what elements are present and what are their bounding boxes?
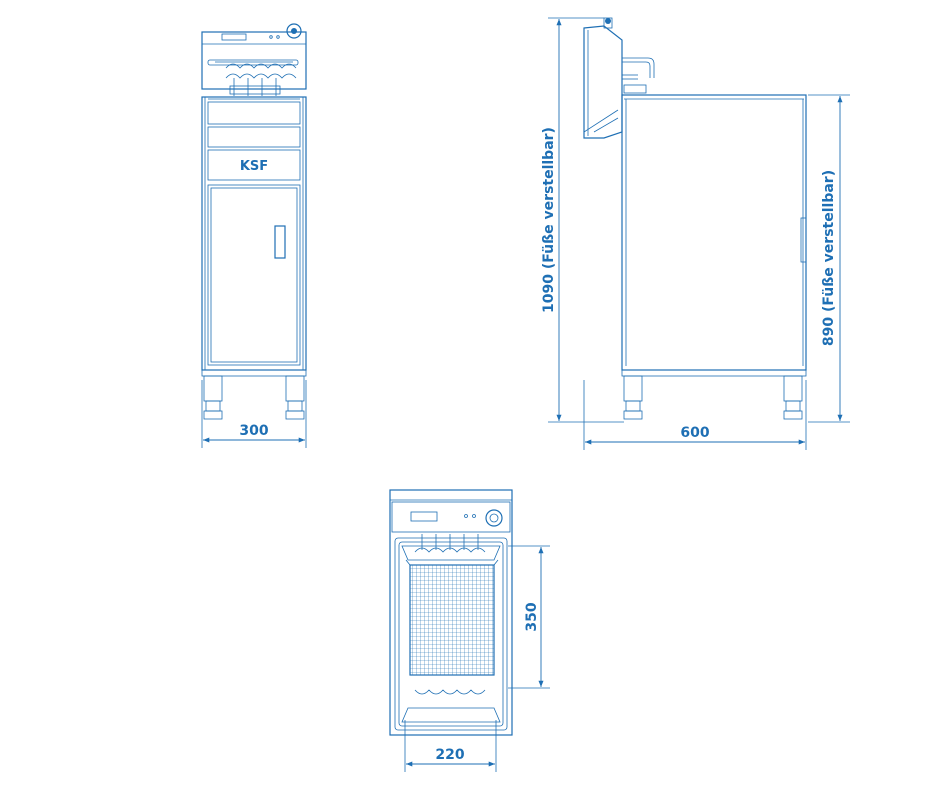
top-view: 350 220 <box>389 489 550 772</box>
side-depth-label: 600 <box>680 425 709 441</box>
heating-element-arm <box>622 57 655 94</box>
body-height-label: 890 (Füße verstellbar) <box>821 170 837 346</box>
front-width-label: 300 <box>239 423 268 439</box>
temperature-knob <box>286 23 302 39</box>
adjustable-foot <box>783 375 803 420</box>
adjustable-foot <box>285 375 305 420</box>
heating-element <box>207 59 299 96</box>
adjustable-foot <box>623 375 643 420</box>
display-window <box>410 511 438 522</box>
cabinet-door <box>207 184 301 366</box>
front-view: KSF 300 <box>201 23 307 448</box>
cabinet-body-side <box>621 94 807 371</box>
indicator-light <box>269 35 273 39</box>
control-panel-top <box>391 501 511 533</box>
control-panel-profile <box>583 25 623 139</box>
top-plate-outline <box>389 489 513 736</box>
fryer-basin <box>394 537 508 731</box>
basin-width-label: 220 <box>435 747 464 763</box>
brand-logo: KSF <box>240 159 268 174</box>
fry-basket-mesh <box>409 564 495 676</box>
side-view: 600 1090 (Füße verstellbar) 890 (Füße ve… <box>541 17 850 450</box>
temperature-knob <box>603 17 613 29</box>
cabinet-body <box>201 96 307 371</box>
basin-length-label: 350 <box>524 602 540 631</box>
total-height-label: 1090 (Füße verstellbar) <box>541 127 557 313</box>
display-window <box>221 33 247 41</box>
drawer-panel <box>207 101 301 125</box>
indicator-light <box>472 514 476 518</box>
adjustable-foot <box>203 375 223 420</box>
cabinet-base <box>621 369 807 377</box>
cabinet-base <box>201 369 307 377</box>
drawer-panel <box>207 126 301 148</box>
logo-panel <box>207 149 301 181</box>
indicator-light <box>276 35 280 39</box>
heating-element-top <box>414 534 486 695</box>
control-panel-housing <box>201 31 307 90</box>
indicator-light <box>464 514 468 518</box>
door-handle <box>274 225 286 259</box>
temperature-knob <box>485 509 503 527</box>
